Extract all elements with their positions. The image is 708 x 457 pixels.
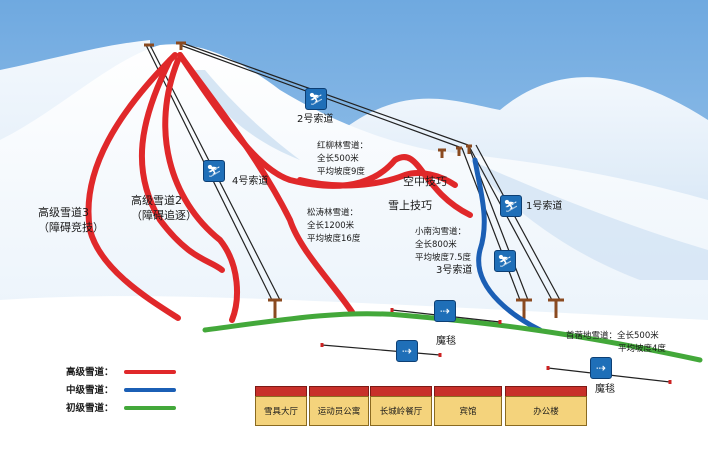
songtao-name: 松涛林雪道：: [307, 208, 359, 218]
hongliu-slope: 平均坡度9度: [317, 167, 365, 177]
chairlift-icon: ⛷: [500, 195, 522, 217]
advanced2-label: 高级雪道2 （障碍追逐）: [131, 193, 197, 223]
hongliu-info: 红柳林雪道： 全长500米 平均坡度9度: [317, 140, 368, 179]
advanced2-sub: （障碍追逐）: [131, 209, 197, 222]
legend-intermediate: 中级雪道：: [66, 385, 114, 396]
intermediate-run: [472, 157, 543, 333]
magic-carpet-icon: ⇢: [434, 300, 456, 322]
shouxu-name: 首蓿地雪道：全长500米: [566, 331, 659, 341]
chairlift-icon: ⛷: [203, 160, 225, 182]
xiaonangou-length: 全长800米: [415, 240, 457, 250]
magic-carpet-icon: ⇢: [396, 340, 418, 362]
snow-skills-label: 雪上技巧: [388, 199, 432, 212]
advanced3-sub: （障碍竞技）: [38, 221, 104, 234]
xiaonangou-name: 小南沟雪道：: [415, 227, 467, 237]
shouxu-slope: 平均坡度4度: [618, 344, 666, 354]
magic-carpet-icon: ⇢: [590, 357, 612, 379]
advanced-runs: [85, 52, 473, 323]
building-hotel: 宾馆: [434, 396, 502, 426]
legend-advanced-swatch: [124, 370, 176, 374]
legend-beginner-swatch: [124, 406, 176, 410]
chairlift-icon: ⛷: [494, 250, 516, 272]
songtao-info: 松涛林雪道： 全长1200米 平均坡度16度: [307, 207, 360, 246]
lift4-label: 4号索道: [232, 176, 269, 187]
songtao-slope: 平均坡度16度: [307, 234, 361, 244]
building-equipment-hall: 雪具大厅: [255, 396, 307, 426]
building-athlete-apartment: 运动员公寓: [309, 396, 369, 426]
lift-towers: [144, 41, 564, 320]
beginner-run: [202, 311, 703, 363]
legend-beginner: 初级雪道：: [66, 403, 114, 414]
chairlift-icon: ⛷: [305, 88, 327, 110]
building-restaurant: 长城岭餐厅: [370, 396, 432, 426]
aerial-label: 空中技巧: [403, 175, 447, 188]
advanced3-label: 高级雪道3 （障碍竞技）: [38, 205, 104, 235]
hongliu-name: 红柳林雪道：: [317, 141, 369, 151]
building-office: 办公楼: [505, 396, 587, 426]
carpet2-label: 魔毯: [595, 384, 615, 395]
advanced2-name: 高级雪道2: [131, 194, 182, 207]
songtao-length: 全长1200米: [307, 221, 355, 231]
lift2-label: 2号索道: [297, 114, 334, 125]
legend-intermediate-swatch: [124, 388, 176, 392]
lift1-label: 1号索道: [526, 201, 563, 212]
carpet1-label: 魔毯: [436, 336, 456, 347]
lift3-label: 3号索道: [436, 265, 473, 276]
shouxu-info: 首蓿地雪道：全长500米 平均坡度4度: [566, 330, 666, 356]
legend-advanced: 高级雪道：: [66, 367, 114, 378]
xiaonangou-slope: 平均坡度7.5度: [415, 253, 472, 263]
hongliu-length: 全长500米: [317, 154, 359, 164]
advanced3-name: 高级雪道3: [38, 206, 89, 219]
xiaonangou-info: 小南沟雪道： 全长800米 平均坡度7.5度: [415, 226, 471, 265]
